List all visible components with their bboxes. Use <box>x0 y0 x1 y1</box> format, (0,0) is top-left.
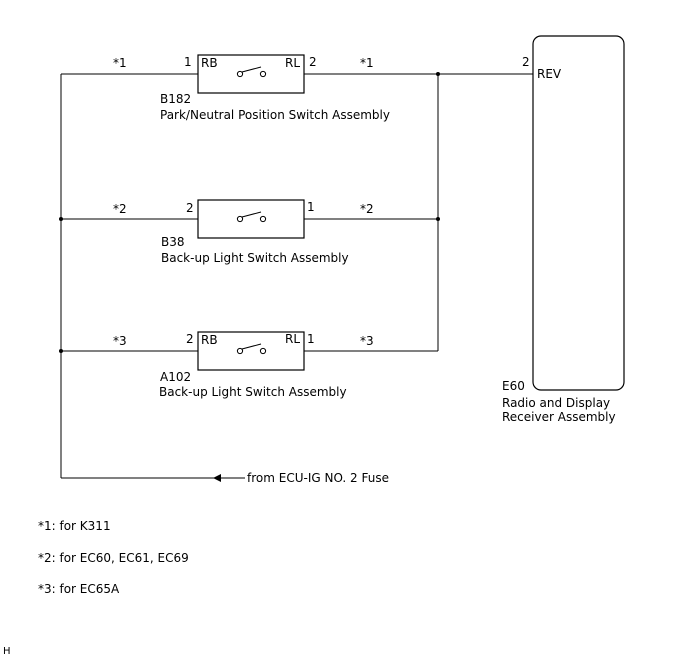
footnote: *3: for EC65A <box>38 582 120 596</box>
receiver-name-line2: Receiver Assembly <box>502 410 616 424</box>
pin-right: 2 <box>309 55 317 69</box>
terminal-left: RB <box>201 333 218 347</box>
receiver-terminal: REV <box>537 67 562 81</box>
component-id: B182 <box>160 92 191 106</box>
note-right: *3 <box>360 334 374 348</box>
switch-b38: 2 1 *2 *2 B38 Back-up Light Switch Assem… <box>113 199 374 265</box>
pin-left: 1 <box>184 55 192 69</box>
switch-contact-icon <box>236 66 267 78</box>
receiver-e60: 2 REV E60 Radio and Display Receiver Ass… <box>502 35 625 424</box>
note-left: *2 <box>113 202 127 216</box>
component-name: Park/Neutral Position Switch Assembly <box>160 108 390 122</box>
source-label: from ECU-IG NO. 2 Fuse <box>247 471 389 485</box>
note-right: *2 <box>360 202 374 216</box>
switch-contact-icon <box>236 211 267 223</box>
corner-label: H <box>3 646 11 657</box>
terminal-right: RL <box>285 332 300 346</box>
switch-a102: RB RL 2 1 *3 *3 A102 Back-up Light Switc… <box>113 331 374 399</box>
pin-right: 1 <box>307 332 315 346</box>
note-left: *3 <box>113 334 127 348</box>
note-left: *1 <box>113 56 127 70</box>
note-right: *1 <box>360 56 374 70</box>
pin-right: 1 <box>307 200 315 214</box>
footnotes: *1: for K311 *2: for EC60, EC61, EC69 *3… <box>38 519 189 596</box>
component-name: Back-up Light Switch Assembly <box>161 251 349 265</box>
pin-left: 2 <box>186 201 194 215</box>
footnote: *1: for K311 <box>38 519 111 533</box>
switch-b182: RB RL 1 2 *1 *1 B182 Park/Neutral Positi… <box>113 54 390 122</box>
switch-contact-icon <box>236 343 267 355</box>
terminal-left: RB <box>201 56 218 70</box>
footnote: *2: for EC60, EC61, EC69 <box>38 551 189 565</box>
component-name: Back-up Light Switch Assembly <box>159 385 347 399</box>
receiver-name-line1: Radio and Display <box>502 396 610 410</box>
receiver-pin: 2 <box>522 55 530 69</box>
receiver-id: E60 <box>502 379 525 393</box>
terminal-right: RL <box>285 56 300 70</box>
junction-dots <box>59 72 440 353</box>
component-id: B38 <box>161 235 185 249</box>
pin-left: 2 <box>186 332 194 346</box>
wires <box>60 73 533 479</box>
source-arrow-icon <box>213 474 221 482</box>
component-id: A102 <box>160 370 191 384</box>
